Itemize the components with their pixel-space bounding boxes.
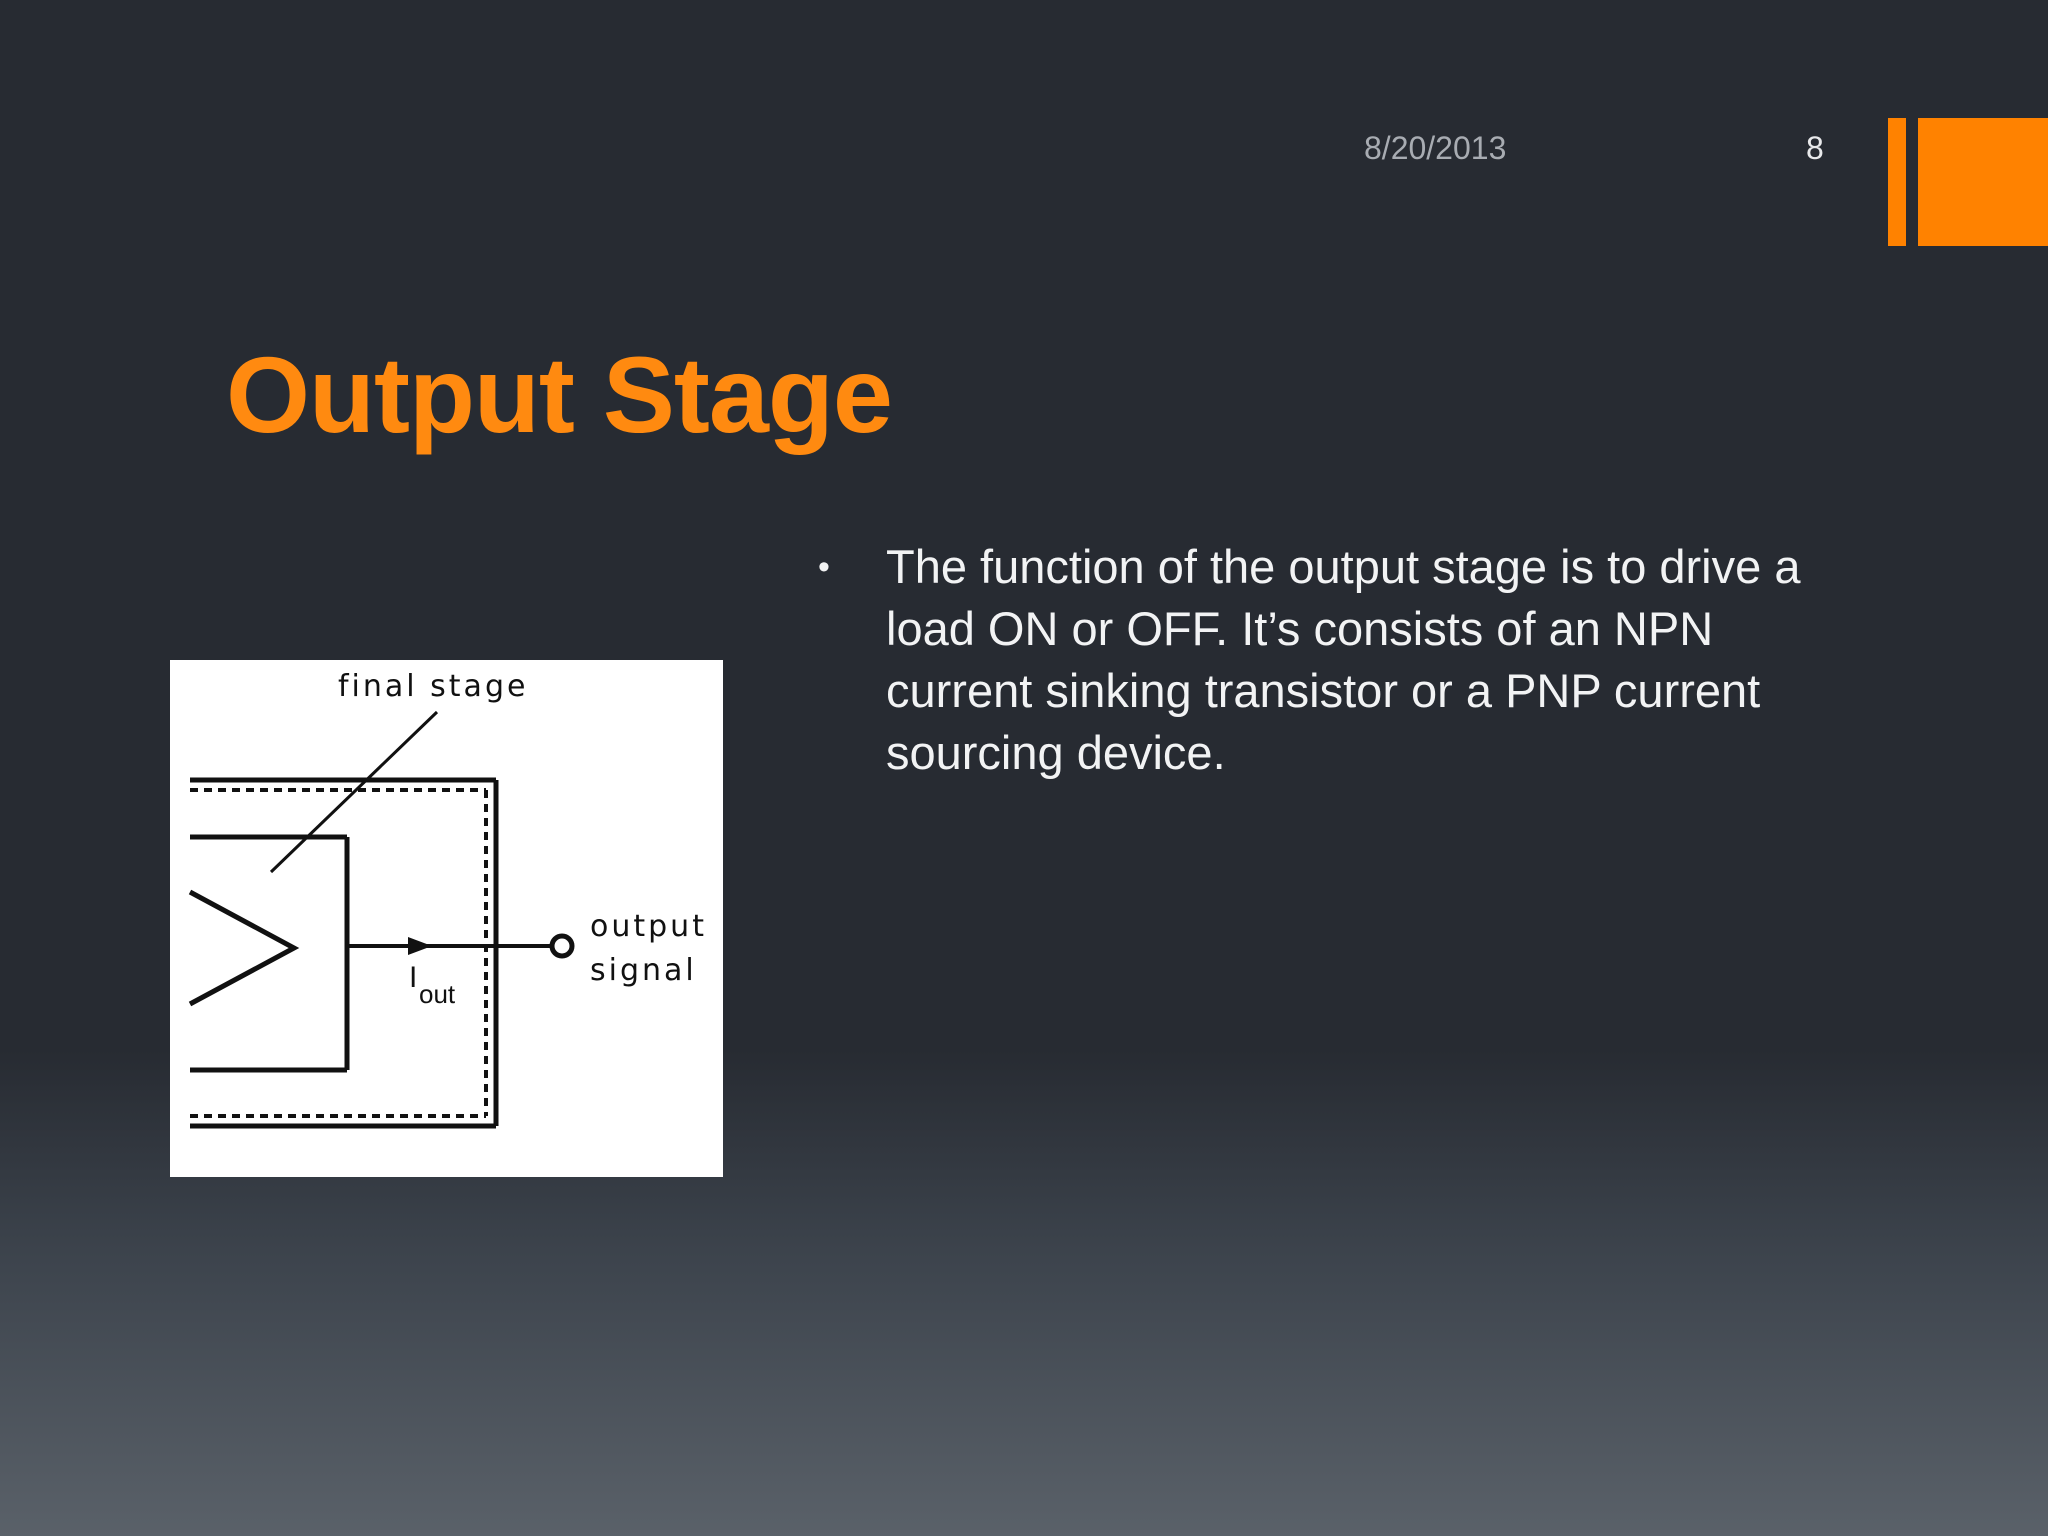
- accent-bar-block: [1918, 118, 2048, 246]
- output-stage-schematic: final stage output signal I out: [188, 669, 707, 1129]
- output-label-line2: signal: [590, 953, 697, 988]
- output-terminal: [549, 933, 575, 959]
- amplifier-symbol: [188, 889, 300, 1007]
- bullet-text: The function of the output stage is to d…: [886, 540, 1801, 779]
- slide-date: 8/20/2013: [1364, 130, 1507, 166]
- current-label-main: I: [409, 961, 417, 994]
- slide-title: Output Stage: [226, 334, 893, 455]
- label-pointer-line: [269, 710, 439, 874]
- final-stage-label: final stage: [338, 669, 528, 704]
- bullet-dot-icon: •: [818, 548, 830, 586]
- current-label-subscript: out: [419, 979, 456, 1009]
- output-stage-diagram: final stage output signal I out: [170, 660, 723, 1177]
- bullet-item: • The function of the output stage is to…: [818, 536, 1858, 784]
- inner-stage-box: [190, 834, 350, 1073]
- final-stage-enclosure: [190, 777, 499, 1129]
- output-label-line1: output: [590, 909, 707, 944]
- accent-bar-thin: [1888, 118, 1906, 246]
- current-arrow-icon: [408, 937, 432, 955]
- slide-number: 8: [1806, 130, 1824, 166]
- final-stage-enclosure-dashes: [190, 788, 488, 1118]
- bullet-list: • The function of the output stage is to…: [818, 536, 1858, 784]
